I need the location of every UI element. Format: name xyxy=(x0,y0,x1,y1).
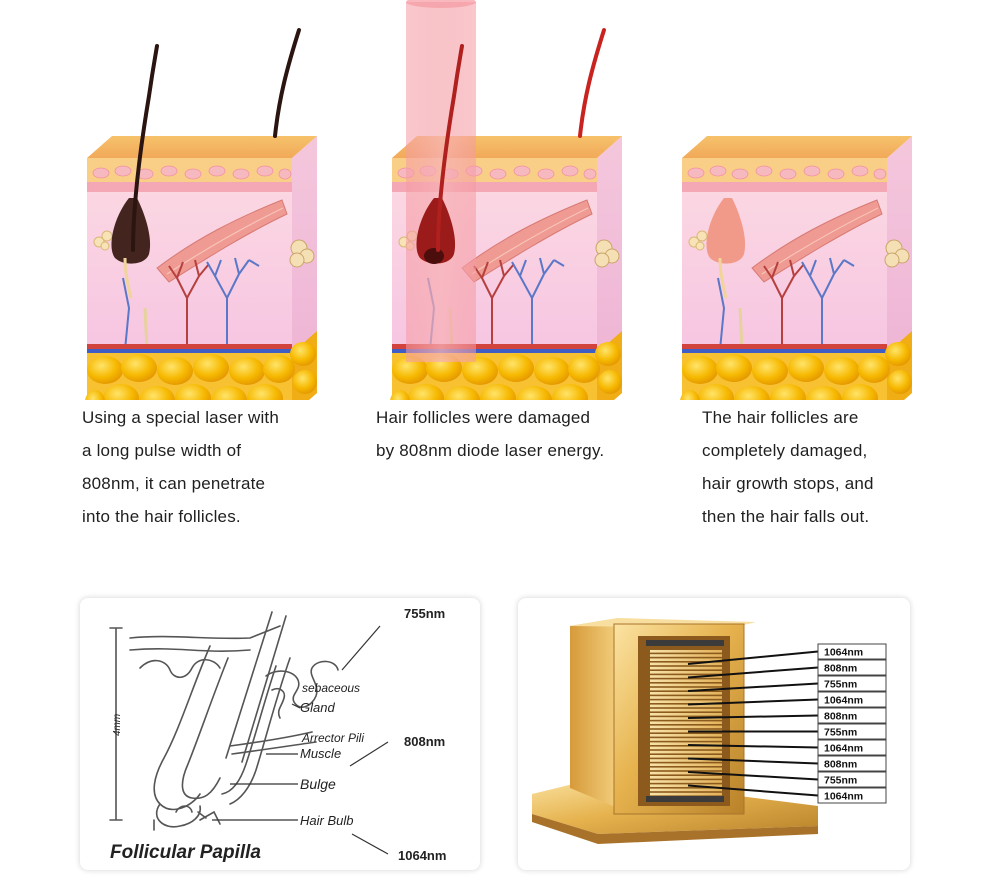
laser-bar xyxy=(650,776,722,779)
wavelength-755: 755nm xyxy=(404,606,445,621)
laser-bar xyxy=(650,683,722,687)
laser-bar xyxy=(650,704,722,708)
laser-bar xyxy=(650,771,722,775)
laser-label: 755nm xyxy=(824,679,857,691)
laser-label-box xyxy=(817,659,887,676)
caption-step-2: Hair follicles were damaged by 808nm dio… xyxy=(376,408,605,460)
laser-bar xyxy=(650,742,722,745)
laser-label-box xyxy=(817,675,887,692)
laser-pointer-line xyxy=(687,714,819,719)
laser-label: 755nm xyxy=(824,775,857,787)
laser-bar xyxy=(650,767,722,771)
laser-label: 808nm xyxy=(824,759,857,771)
laser-bar xyxy=(650,696,722,699)
laser-label-box xyxy=(817,787,887,804)
laser-bar xyxy=(650,658,722,661)
skin-panel-2 xyxy=(388,0,624,400)
label-bulge: Bulge xyxy=(300,776,336,792)
laser-bar xyxy=(650,675,722,678)
laser-bar xyxy=(650,729,722,733)
caption-step-1: Using a special laser with a long pulse … xyxy=(82,408,280,526)
skin-panel-1 xyxy=(83,28,319,400)
laser-bar xyxy=(650,671,722,674)
laser-pointer-line xyxy=(687,744,819,749)
laser-label-box xyxy=(817,771,887,788)
laser-bar xyxy=(650,654,722,657)
laser-bar xyxy=(650,666,722,670)
diagram-title: Follicular Papilla xyxy=(110,842,261,863)
wavelength-1064: 1064nm xyxy=(398,848,446,863)
laser-pointer-line xyxy=(687,757,819,765)
laser-pointer-line xyxy=(687,650,819,665)
laser-label: 755nm xyxy=(824,727,857,739)
label-muscle: Muscle xyxy=(300,746,341,761)
laser-label: 808nm xyxy=(824,663,857,675)
laser-bar xyxy=(650,792,722,796)
laser-stack-card: 1064nm 808nm 755nm 1064nm 808nm 755nm 1064nm 80… xyxy=(518,598,910,870)
skin-panel-3 xyxy=(678,134,914,400)
laser-label-box xyxy=(817,691,887,708)
laser-bar xyxy=(650,746,722,750)
laser-bar xyxy=(650,700,722,703)
laser-bar xyxy=(650,687,722,691)
wavelength-808: 808nm xyxy=(404,734,445,749)
laser-bar xyxy=(650,721,722,724)
laser-label-box xyxy=(817,723,887,740)
laser-bar xyxy=(650,738,722,741)
laser-label-box xyxy=(817,707,887,724)
laser-bar xyxy=(650,755,722,758)
laser-label: 1064nm xyxy=(824,791,863,803)
label-gland: Gland xyxy=(300,700,335,715)
laser-pointer-line xyxy=(687,682,819,692)
laser-bar xyxy=(650,713,722,716)
laser-bar xyxy=(650,750,722,754)
laser-bar xyxy=(650,780,722,783)
laser-bar xyxy=(650,763,722,766)
laser-stack-diagram: 1064nm 808nm 755nm 1064nm 808nm 755nm 1064nm 80… xyxy=(532,618,887,844)
laser-bar xyxy=(650,717,722,720)
laser-bar xyxy=(650,725,722,729)
laser-bar xyxy=(650,650,722,653)
laser-bar xyxy=(650,662,722,666)
laser-pointer-line xyxy=(687,698,819,706)
laser-labels: 1064nm 808nm 755nm 1064nm 808nm 755nm 1064nm 80… xyxy=(687,643,887,804)
skin-diagrams xyxy=(83,0,914,400)
laser-bar xyxy=(650,679,722,682)
laser-bar xyxy=(650,788,722,792)
laser-bar xyxy=(650,759,722,762)
laser-label: 1064nm xyxy=(824,647,863,659)
laser-label: 1064nm xyxy=(824,743,863,755)
laser-pointer-line xyxy=(687,784,819,797)
laser-bars xyxy=(646,640,724,802)
laser-bar xyxy=(650,692,722,695)
laser-pointer-line xyxy=(687,666,819,679)
follicle-diagram-card: 4mm sebaceous Gland Arrector Pili Muscle… xyxy=(80,598,480,870)
laser-cap xyxy=(646,640,724,646)
laser-bar xyxy=(650,708,722,712)
laser-bar xyxy=(650,784,722,787)
label-hair-bulb: Hair Bulb xyxy=(300,813,353,828)
caption-step-3: The hair follicles are completely damage… xyxy=(702,408,874,526)
laser-label-box xyxy=(817,643,887,660)
follicle-diagram: 4mm sebaceous Gland Arrector Pili Muscle… xyxy=(109,606,446,863)
label-arrector: Arrector Pili xyxy=(301,731,364,745)
laser-label: 808nm xyxy=(824,711,857,723)
laser-label: 1064nm xyxy=(824,695,863,707)
laser-pointer-line xyxy=(687,771,819,781)
laser-label-box xyxy=(817,739,887,756)
laser-cap xyxy=(646,796,724,802)
laser-label-box xyxy=(817,755,887,772)
scale-label: 4mm xyxy=(112,714,123,736)
label-sebaceous: sebaceous xyxy=(302,681,360,695)
laser-bar xyxy=(650,734,722,737)
